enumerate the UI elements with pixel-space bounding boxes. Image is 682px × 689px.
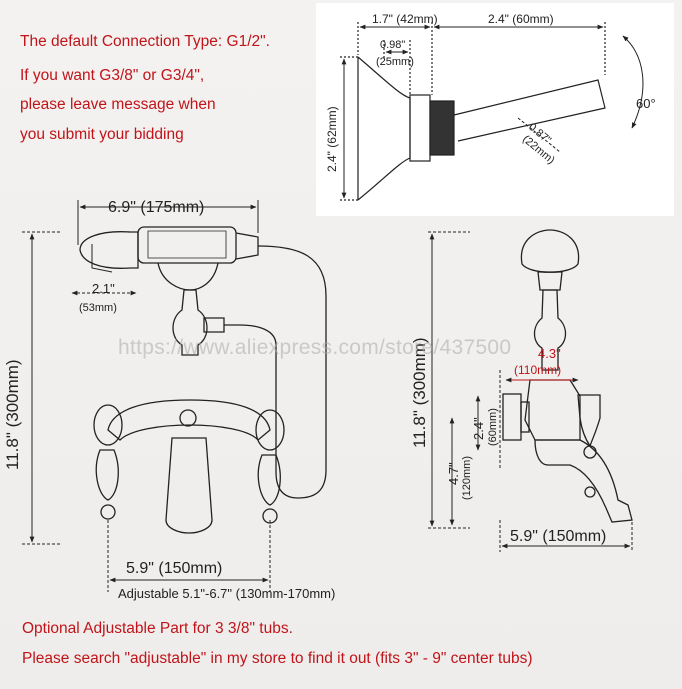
valve-right [255,409,285,451]
search-store-note: Please search "adjustable" in my store t… [22,650,533,667]
inset-top-right-dim: 2.4" (60mm) [488,12,554,26]
hose-connector [203,317,225,333]
side-column [533,289,567,371]
side-spout [534,439,633,523]
side-spout-mm: (120mm) [461,456,473,500]
cradle [157,262,219,291]
side-reach-mm: (110mm) [514,363,561,377]
side-handset [520,229,580,273]
side-inlet [502,393,522,441]
front-height-dim: 11.8" (300mm) [3,359,22,470]
head-width-in: 2.1" [92,281,115,296]
side-body [524,379,581,441]
column [172,289,208,356]
note-bidding: you submit your bidding [20,126,184,143]
side-reach-in: 4.3" [538,346,561,361]
holder-knurl [429,100,455,156]
side-lever [577,394,601,448]
head-width-mm: (53mm) [79,302,117,314]
side-inlet-mm: (60mm) [487,408,499,446]
adjustable-range: Adjustable 5.1"-6.7" (130mm-170mm) [118,586,335,601]
optional-part-note: Optional Adjustable Part for 3 3/8" tubs… [22,620,293,637]
handset-head [79,231,139,269]
side-depth-dim: 5.9" (150mm) [510,528,606,545]
inset-height-dim: 2.4" (62mm) [325,106,339,172]
handset-body [137,226,237,264]
diverter [179,409,197,427]
handset-end [235,232,259,260]
side-height-dim: 11.8" (300mm) [410,337,429,448]
faucet-body [107,399,271,441]
note-connection-type: The default Connection Type: G1/2". [20,33,270,50]
holder-arm [453,79,606,142]
shower-hose [224,245,327,499]
valve-left [93,404,123,446]
holder-neck [409,94,431,162]
spout [165,437,213,534]
lever-left [95,449,119,501]
inset-top-left-dim: 1.7" (42mm) [372,12,438,26]
shower-holder-inset [316,3,674,216]
note-alt-types: If you want G3/8" or G3/4", [20,67,205,84]
inset-angle: 60° [636,96,656,111]
inset-neck-in: 0.98" [380,39,405,51]
holder-drawing [340,22,606,201]
holder-flange [357,56,411,201]
note-leave-message: please leave message when [20,96,216,113]
side-inlet-in: 2.4" [471,417,486,440]
side-spout-in: 4.7" [446,462,461,485]
front-faucet-drawing [79,226,327,534]
lever-right [257,454,281,506]
front-width-dim: 6.9" (175mm) [108,199,204,216]
store-watermark: https://www.aliexpress.com/store/437500 [118,336,512,359]
inset-neck-mm: (25mm) [376,56,414,68]
front-base-width: 5.9" (150mm) [126,560,222,577]
